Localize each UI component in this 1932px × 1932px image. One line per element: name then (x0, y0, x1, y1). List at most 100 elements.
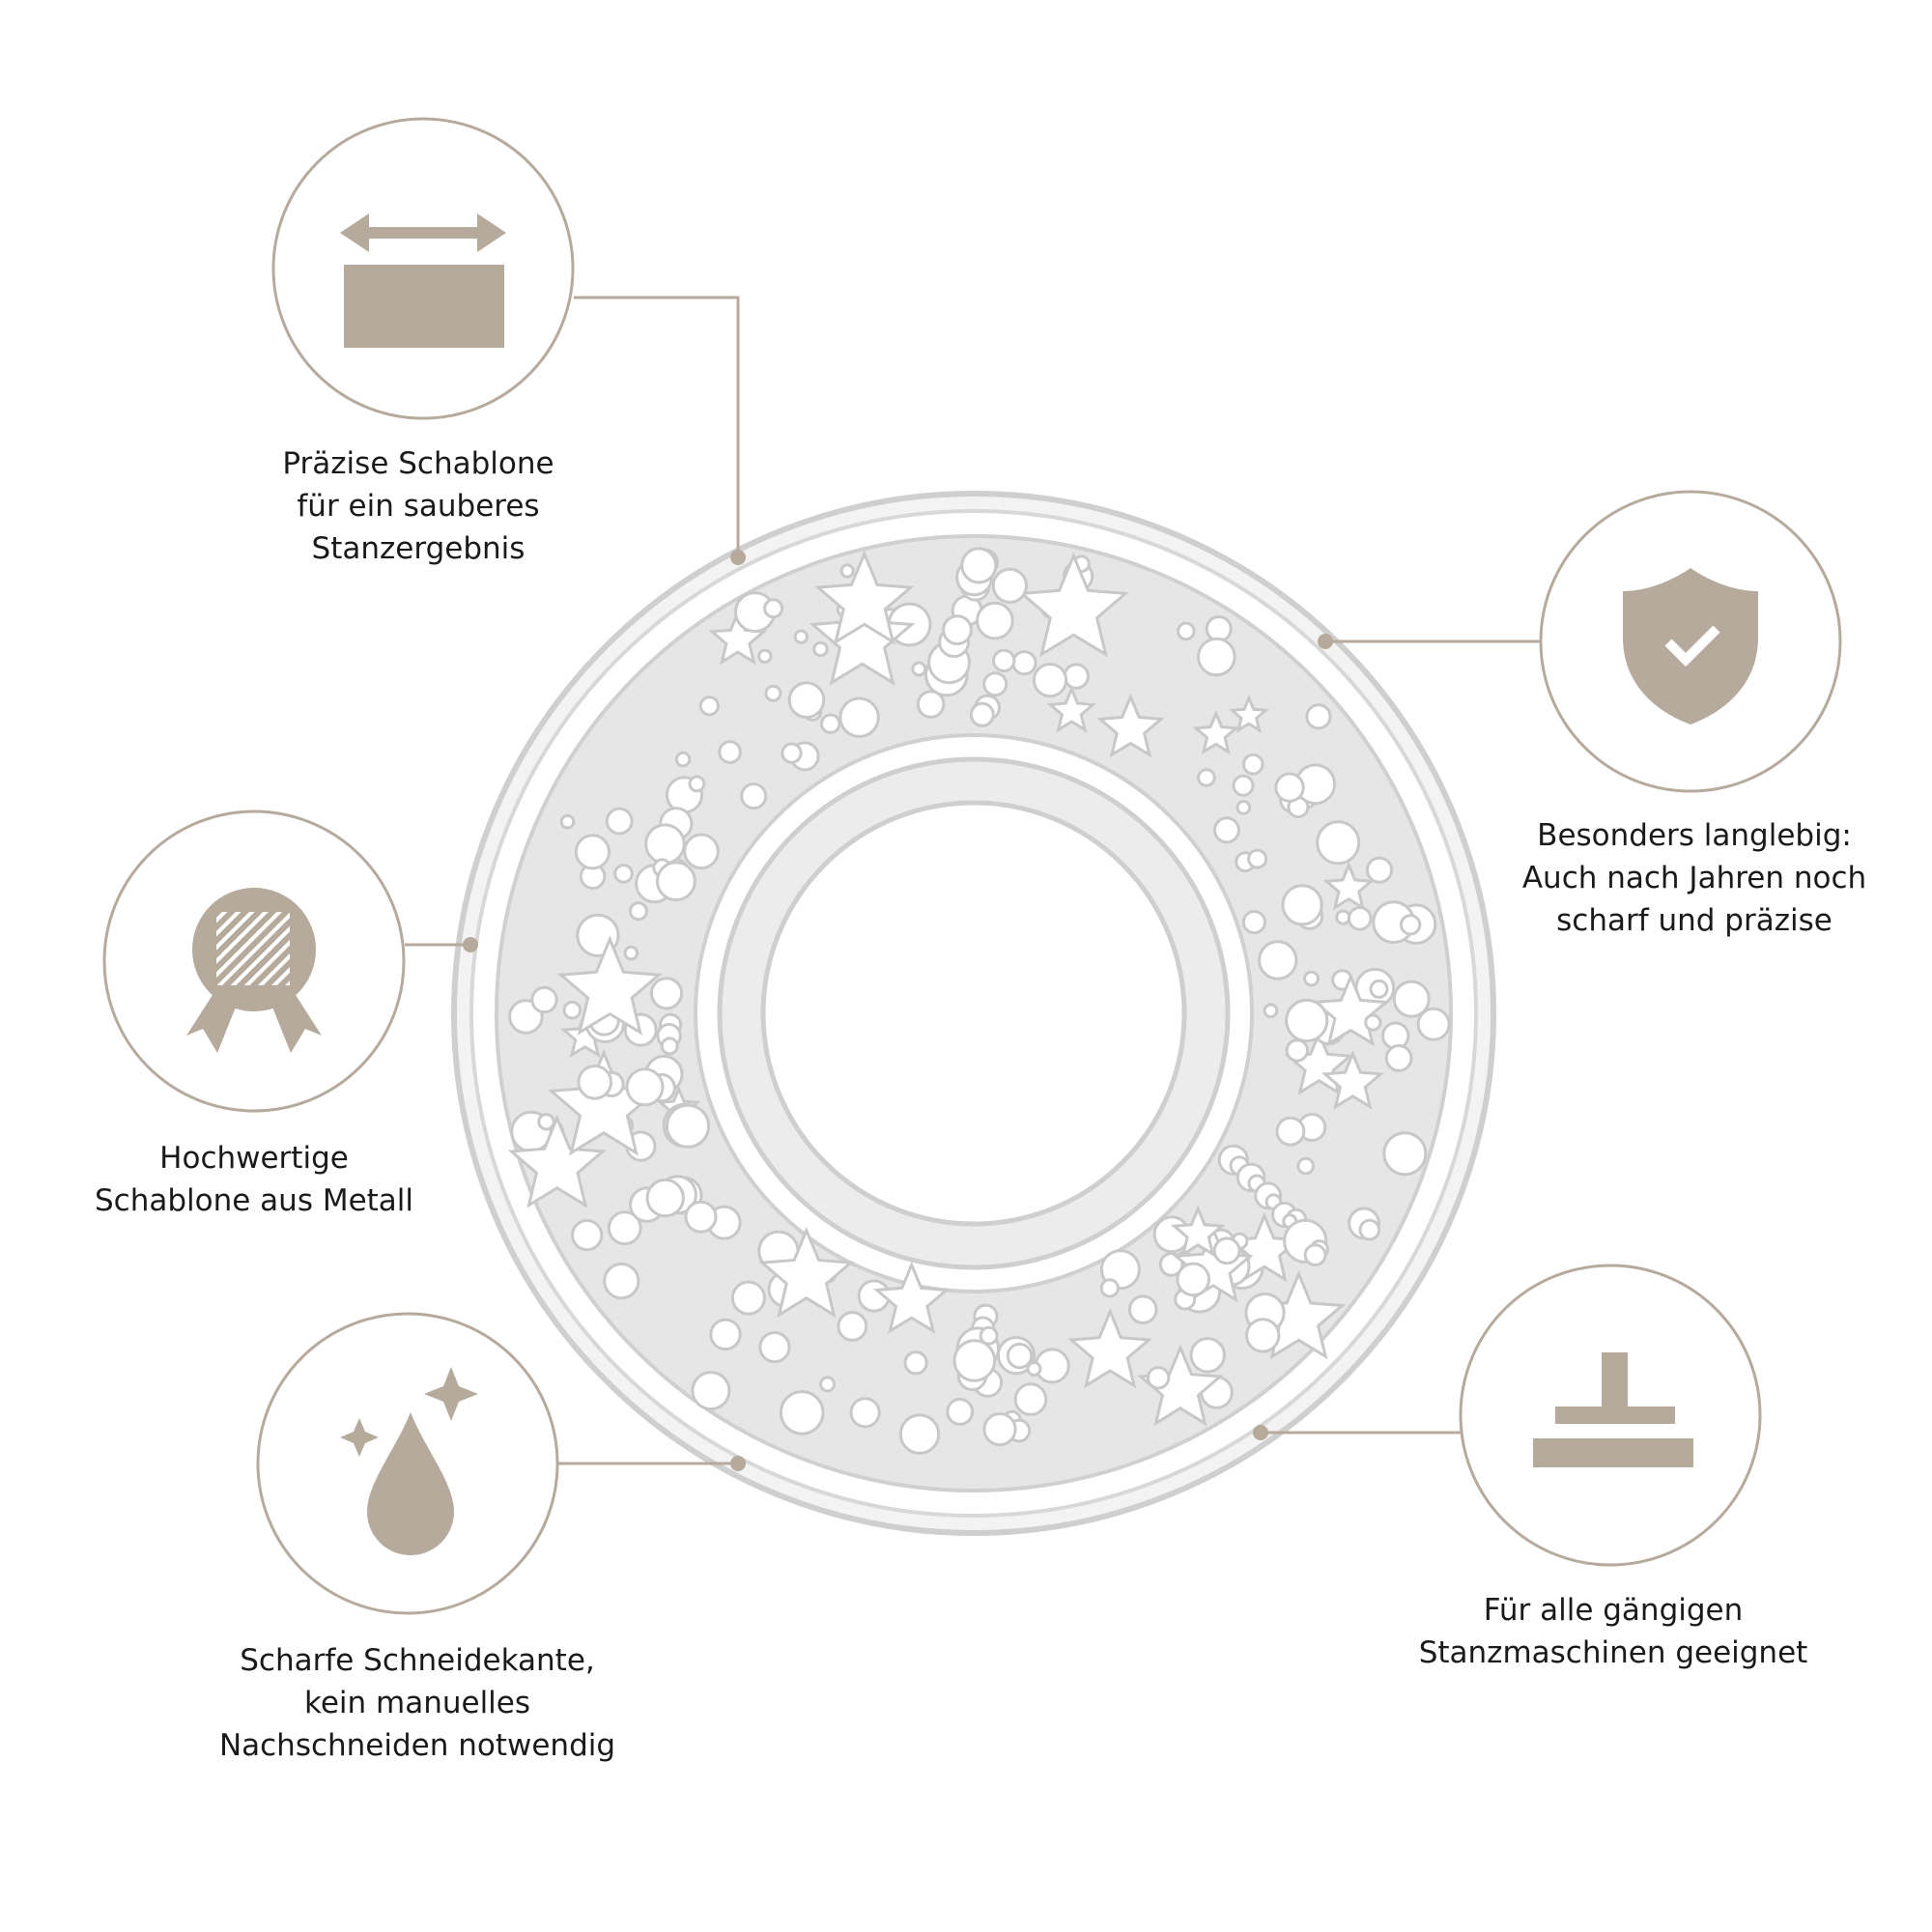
dot-cutout (1026, 1361, 1042, 1377)
dot-cutout (1274, 772, 1305, 803)
dot-cutout (1392, 980, 1431, 1018)
dot-cutout (1236, 800, 1252, 815)
star-cutout (758, 1226, 855, 1319)
press-machine-icon (1533, 1352, 1693, 1467)
dot-cutout (1281, 884, 1323, 926)
dot-cutout (1263, 1003, 1279, 1019)
dot-cutout (1232, 774, 1255, 797)
dot-cutout (688, 775, 706, 793)
dot-cutout (1285, 1038, 1310, 1063)
label-line: kein manuelles (303, 1686, 531, 1720)
dot-cutout (1275, 1116, 1306, 1147)
dot-cutout (838, 696, 880, 738)
dot-cutout (991, 567, 1029, 604)
feature-label-metal-quality: Hochwertige Schablone aus Metall (95, 1137, 413, 1222)
label-line: Stanzergebnis (311, 531, 526, 566)
dot-cutout (839, 563, 855, 579)
dot-cutout (982, 1412, 1017, 1447)
dot-cutout (1176, 1262, 1210, 1297)
dot-cutout (645, 1178, 685, 1218)
dot-cutout (942, 614, 973, 645)
dot-cutout (1358, 1218, 1381, 1241)
dot-cutout (764, 684, 782, 702)
dot-cutout (1303, 970, 1320, 987)
award-badge-icon (186, 888, 322, 1053)
star-cutout (1228, 694, 1270, 733)
dot-cutout (574, 834, 611, 870)
dot-cutout (1127, 1294, 1158, 1324)
star-cutout (507, 1114, 607, 1208)
dot-cutout (718, 740, 742, 764)
dot-cutout (1247, 848, 1268, 869)
dot-cutout (1011, 650, 1037, 676)
dot-cutout (781, 742, 803, 764)
dot-cutout (820, 713, 841, 734)
star-cutout (872, 1261, 951, 1334)
shield-check-icon (1623, 568, 1758, 724)
dot-cutout (1006, 1342, 1034, 1370)
dot-cutout (1212, 1236, 1241, 1265)
dot-cutout (1189, 1337, 1226, 1374)
dot-cutout (1399, 914, 1422, 936)
dot-cutout (730, 1280, 766, 1316)
dot-cutout (757, 648, 773, 664)
dot-cutout (1347, 906, 1373, 931)
dot-cutout (1296, 1156, 1315, 1176)
label-line: Besonders langlebig: (1537, 818, 1852, 853)
dot-cutout (1384, 1044, 1413, 1072)
dot-cutout (1364, 1013, 1382, 1032)
label-line: Für alle gängigen (1483, 1593, 1744, 1628)
star-cutout (1321, 1049, 1384, 1110)
star-cutout (1192, 709, 1240, 755)
dot-cutout (1197, 768, 1216, 787)
star-cutout (809, 584, 916, 686)
dot-cutout (571, 1219, 604, 1252)
dot-cutout (1158, 1252, 1184, 1277)
dot-cutout (1146, 1366, 1171, 1390)
dot-cutout (683, 833, 720, 870)
label-line: Hochwertige (159, 1141, 349, 1176)
dot-cutout (849, 1397, 881, 1429)
dot-cutout (819, 1376, 837, 1393)
dot-cutout (674, 751, 692, 768)
dot-cutout (623, 945, 639, 961)
feature-label-durable: Besonders langlebig: Auch nach Jahren no… (1522, 814, 1866, 942)
dot-cutout (1241, 753, 1264, 776)
label-line: für ein sauberes (297, 489, 540, 524)
label-line: Schablone aus Metall (94, 1183, 414, 1218)
dot-cutout (577, 1065, 613, 1100)
dot-cutout (982, 671, 1009, 697)
dot-cutout (946, 1398, 975, 1426)
dot-cutout (911, 661, 927, 677)
dot-cutout (1382, 1131, 1428, 1177)
dot-cutout (740, 782, 768, 810)
metal-die-product-image (451, 491, 1496, 1536)
dot-cutout (969, 701, 995, 727)
dot-cutout (992, 648, 1016, 673)
dot-cutout (787, 681, 826, 720)
dot-cutout (1032, 663, 1068, 698)
dot-cutout (763, 598, 784, 619)
dot-cutout (903, 1350, 928, 1376)
dot-cutout (709, 1318, 742, 1351)
width-arrow-icon (340, 213, 506, 348)
dot-cutout (613, 864, 634, 884)
label-line: Auch nach Jahren noch (1521, 861, 1867, 895)
dot-cutout (698, 696, 721, 717)
dot-cutout (1335, 909, 1351, 925)
dot-cutout (1013, 1382, 1048, 1416)
dot-cutout (1241, 910, 1267, 935)
dot-cutout (898, 1413, 941, 1455)
star-cutout (1096, 693, 1165, 758)
dot-cutout (779, 1390, 825, 1435)
dot-cutout (605, 807, 634, 836)
dot-cutout (837, 1311, 868, 1342)
dot-cutout (1305, 703, 1332, 730)
dot-cutout (656, 861, 696, 902)
dot-cutout (1099, 1278, 1120, 1298)
label-line: Nachschneiden notwendig (218, 1728, 616, 1763)
dot-cutout (660, 1037, 679, 1056)
dot-cutout (1285, 998, 1329, 1043)
